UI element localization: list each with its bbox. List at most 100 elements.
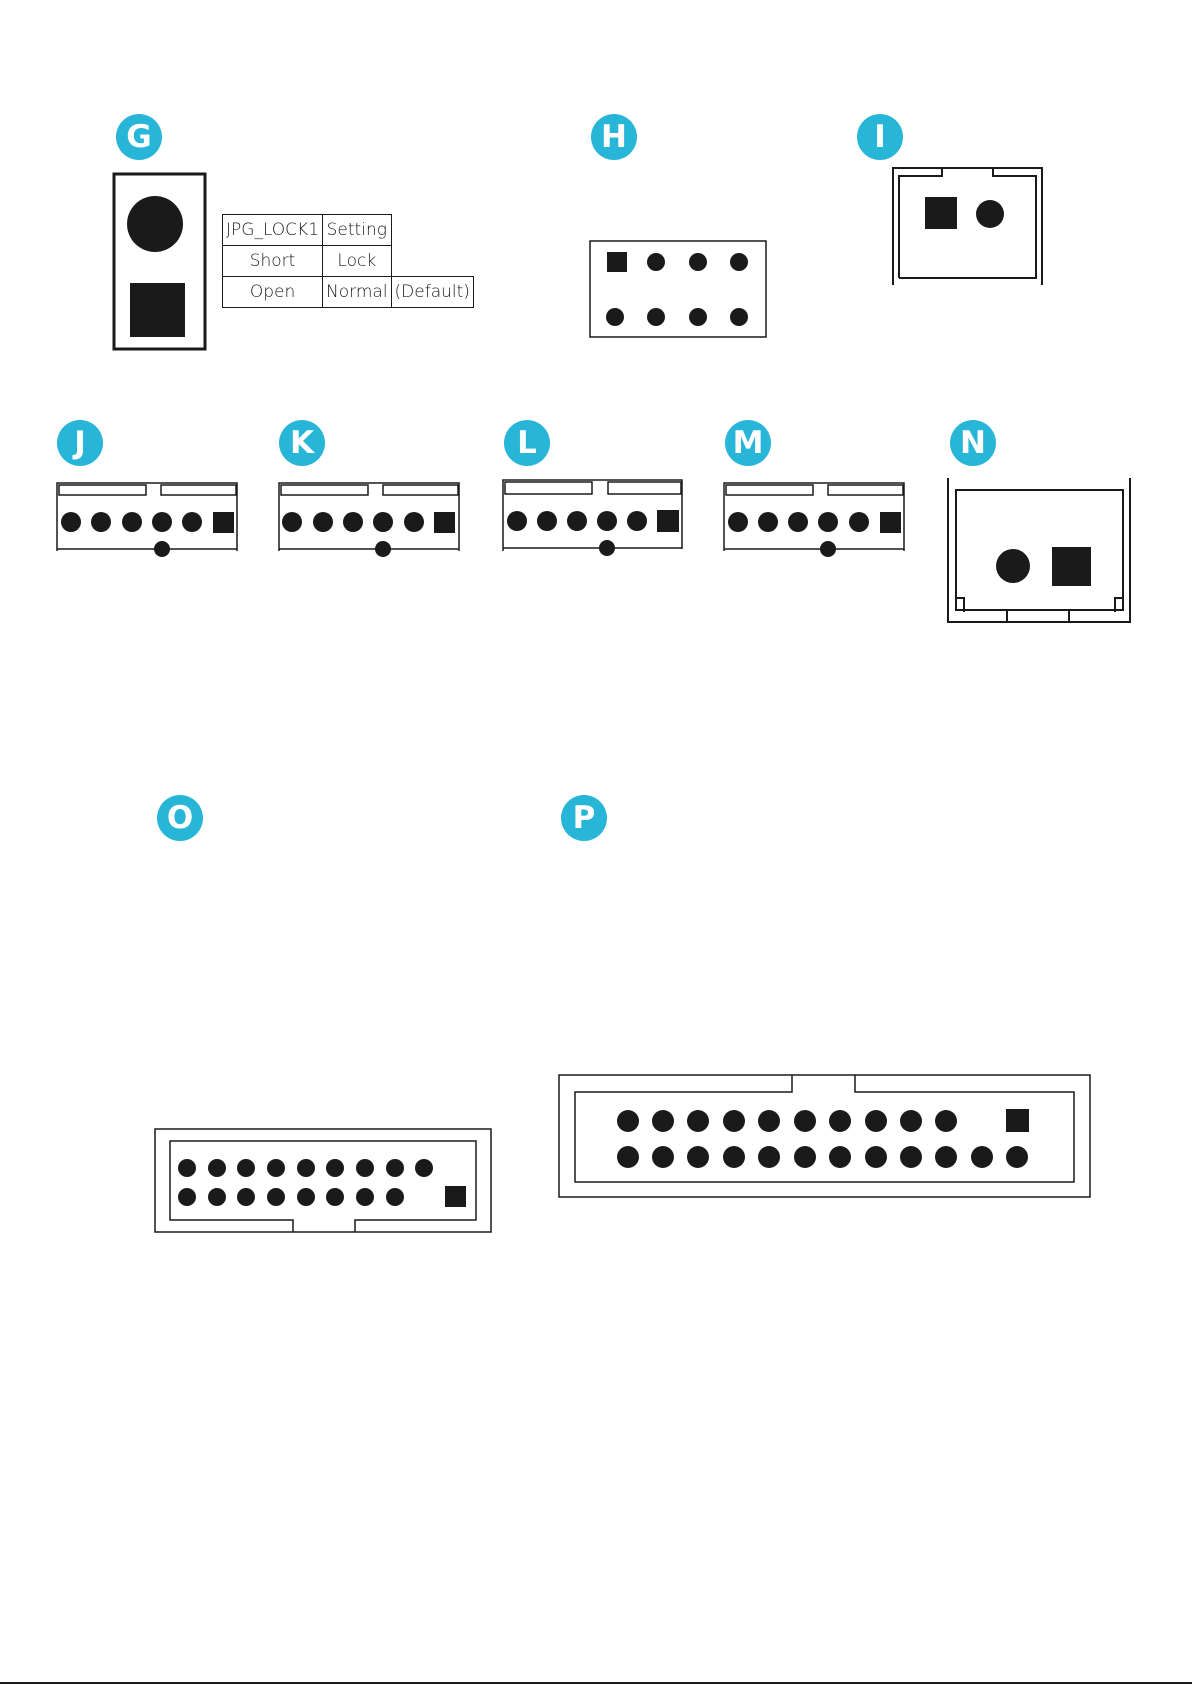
connector-o-shroud (155, 1129, 491, 1232)
connector-j-pin (122, 512, 142, 532)
connector-p-pin (617, 1146, 639, 1168)
connector-l-latch (608, 482, 681, 494)
connector-p-pin (829, 1110, 851, 1132)
connector-p-pin-1 (1006, 1109, 1029, 1132)
connector-i-pin-square (925, 197, 957, 229)
connector-p-pin (1006, 1146, 1028, 1168)
connector-k-latch (281, 485, 368, 495)
connector-k (279, 483, 459, 557)
connector-m-pin (818, 512, 838, 532)
connector-o-pin (178, 1159, 196, 1177)
connector-m-shroud (724, 483, 904, 551)
connector-p-pin (971, 1146, 993, 1168)
connector-m-key (820, 541, 836, 557)
connector-k-key (375, 541, 391, 557)
connector-p-pin (900, 1146, 922, 1168)
connector-j (57, 483, 237, 557)
connector-o-pin (386, 1188, 404, 1206)
connector-o-pin (267, 1188, 285, 1206)
connector-o-pin (297, 1188, 315, 1206)
connector-p-pin (935, 1146, 957, 1168)
connector-p-pin (652, 1110, 674, 1132)
connector-j-pin (182, 512, 202, 532)
connector-g-pin-round (127, 196, 183, 252)
connector-p-pin (935, 1110, 957, 1132)
connector-p-inner (575, 1075, 1074, 1182)
connector-k-pin (404, 512, 424, 532)
connector-n-housing (956, 490, 1123, 610)
connector-m-pin (788, 512, 808, 532)
connector-h-pin (689, 308, 707, 326)
connector-o-pin (386, 1159, 404, 1177)
connector-l-latch (505, 482, 592, 494)
connector-l-pin (597, 511, 617, 531)
connector-h-pin (730, 253, 748, 271)
connector-p-shroud (559, 1075, 1090, 1197)
connector-m (724, 483, 904, 557)
connector-p-pin (723, 1146, 745, 1168)
connector-j-key (154, 541, 170, 557)
connector-m-pin (849, 512, 869, 532)
connector-m-pin (728, 512, 748, 532)
connector-o-pin (326, 1188, 344, 1206)
connector-k-latch (383, 485, 458, 495)
connector-j-shroud (57, 483, 237, 551)
connector-o-inner (170, 1141, 476, 1232)
connector-i (893, 168, 1042, 285)
connector-p-pin (687, 1146, 709, 1168)
connector-k-shroud (279, 483, 459, 551)
connector-o-pin (267, 1159, 285, 1177)
connector-l (503, 480, 682, 556)
connector-j-pin (152, 512, 172, 532)
connector-l-pin (627, 511, 647, 531)
connector-p-pin (865, 1146, 887, 1168)
connector-h-pin (730, 308, 748, 326)
connector-o-pin (237, 1159, 255, 1177)
connector-o-pin (356, 1188, 374, 1206)
connector-m-latch (726, 485, 813, 495)
connector-i-inner-right (899, 168, 1036, 278)
connector-i-shroud (893, 168, 1042, 285)
connector-k-pin-1 (434, 512, 455, 533)
connector-l-pin (507, 511, 527, 531)
connector-o-pin (208, 1159, 226, 1177)
connector-h-pin-1 (607, 252, 627, 272)
connector-g-pin-square (130, 283, 185, 337)
connector-o-pin (326, 1159, 344, 1177)
connector-o (155, 1129, 491, 1232)
connector-n (948, 478, 1130, 622)
connector-p-pin (794, 1110, 816, 1132)
connector-p-pin (723, 1110, 745, 1132)
connector-o-pin (178, 1188, 196, 1206)
connector-o-pin (208, 1188, 226, 1206)
connector-p-pin (794, 1146, 816, 1168)
connector-k-pin (343, 512, 363, 532)
connector-l-pin (537, 511, 557, 531)
connector-o-pin (237, 1188, 255, 1206)
connector-h-pin (689, 253, 707, 271)
connector-k-pin (282, 512, 302, 532)
connector-j-latch (161, 485, 236, 495)
connector-h (590, 241, 766, 337)
connector-p-pin (687, 1110, 709, 1132)
connector-o-pin (356, 1159, 374, 1177)
connector-m-latch (828, 485, 903, 495)
connector-j-pin (91, 512, 111, 532)
page-bottom-rule (0, 1682, 1192, 1684)
connector-j-latch (59, 485, 146, 495)
connector-m-pin (758, 512, 778, 532)
connector-n-pin-square (1052, 547, 1091, 586)
connector-j-pin (61, 512, 81, 532)
connector-p-pin (829, 1146, 851, 1168)
connector-k-pin (313, 512, 333, 532)
connector-p-pin (617, 1110, 639, 1132)
connector-p (559, 1075, 1090, 1197)
connector-p-pin (758, 1110, 780, 1132)
connector-o-pin (297, 1159, 315, 1177)
connector-n-pin-round (996, 549, 1030, 583)
connector-h-pin (647, 308, 665, 326)
connector-p-pin (652, 1146, 674, 1168)
connector-i-pin-round (976, 200, 1004, 228)
connector-p-pin (865, 1110, 887, 1132)
